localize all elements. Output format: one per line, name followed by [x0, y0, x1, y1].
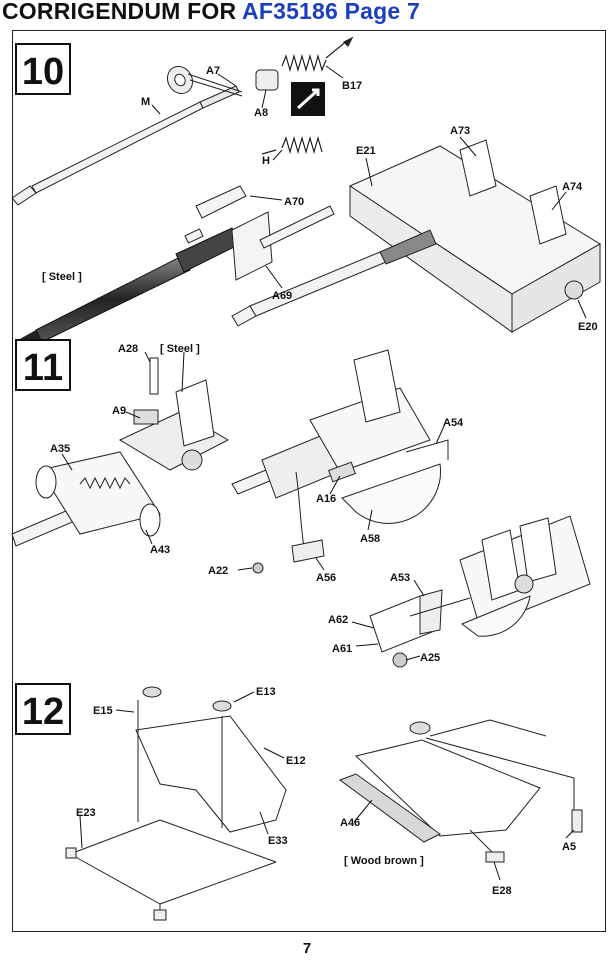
label-a35: A35: [50, 443, 70, 455]
title-prefix: CORRIGENDUM FOR: [2, 0, 243, 24]
replace-icon: [291, 82, 325, 116]
step-number: 10: [22, 51, 64, 93]
label-wood-brown: [ Wood brown ]: [344, 855, 424, 867]
spring-b17-drawing: [281, 36, 354, 73]
label-a53: A53: [390, 572, 410, 584]
label-e21: E21: [356, 145, 376, 157]
label-a74: A74: [562, 181, 583, 193]
label-a70: A70: [284, 196, 304, 208]
label-a7: A7: [206, 65, 220, 77]
label-e13: E13: [256, 686, 276, 698]
label-a54: A54: [443, 417, 464, 429]
label-a22: A22: [208, 565, 228, 577]
cradle-a35-drawing: [11, 357, 230, 547]
instruction-frame: [12, 30, 606, 932]
receiver-middle-drawing: [231, 349, 449, 574]
step-number-box: [15, 683, 71, 735]
label-a16: A16: [316, 493, 336, 505]
receiver-a70-drawing: [184, 185, 335, 281]
label-a5: A5: [562, 841, 576, 853]
seat-frame-left-drawing: [65, 686, 287, 921]
page-number: 7: [302, 940, 312, 957]
label-steel-11: [ Steel ]: [160, 343, 200, 355]
label-e15: E15: [93, 705, 113, 717]
label-a73: A73: [450, 125, 470, 137]
label-a56: A56: [316, 572, 336, 584]
steel-barrel-drawing: [18, 227, 241, 352]
barrel-m-drawing: [11, 85, 240, 206]
label-a8: A8: [254, 107, 268, 119]
label-steel-10: [ Steel ]: [42, 271, 82, 283]
label-b17: B17: [342, 80, 362, 92]
page-title: CORRIGENDUM FOR AF35186 Page 7: [2, 0, 420, 25]
label-e33: E33: [268, 835, 288, 847]
label-e12: E12: [286, 755, 306, 767]
label-e20: E20: [578, 321, 598, 333]
label-e23: E23: [76, 807, 96, 819]
ring-a7-drawing: [166, 65, 279, 97]
frame-barrel-drawing: [231, 229, 437, 327]
label-a46: A46: [340, 817, 360, 829]
step-number: 11: [23, 347, 63, 389]
step-10: 10: [11, 36, 601, 352]
receiver-right-drawing: [369, 515, 591, 668]
seat-frame-right-drawing: [338, 719, 583, 863]
step-12: 12: [15, 683, 583, 921]
label-a69: A69: [272, 290, 292, 302]
step-11: 11: [11, 339, 591, 668]
step-number-box: [15, 339, 71, 391]
label-a62: A62: [328, 614, 348, 626]
frame-e20-drawing: [348, 139, 601, 333]
step-11-leaders: [61, 351, 445, 661]
label-m: M: [141, 96, 150, 108]
label-a58: A58: [360, 533, 380, 545]
label-a25: A25: [420, 652, 440, 664]
step-12-leaders: [79, 691, 575, 881]
label-e28: E28: [492, 885, 512, 897]
step-number-box: [15, 43, 71, 95]
label-h: H: [262, 155, 270, 167]
label-a9: A9: [112, 405, 126, 417]
label-a61: A61: [332, 643, 352, 655]
label-a43: A43: [150, 544, 170, 556]
title-highlight: AF35186 Page 7: [242, 0, 420, 24]
step-10-leaders: [151, 65, 587, 319]
spring-h-drawing: [261, 135, 323, 155]
step-number: 12: [22, 691, 64, 733]
label-a28: A28: [118, 343, 138, 355]
